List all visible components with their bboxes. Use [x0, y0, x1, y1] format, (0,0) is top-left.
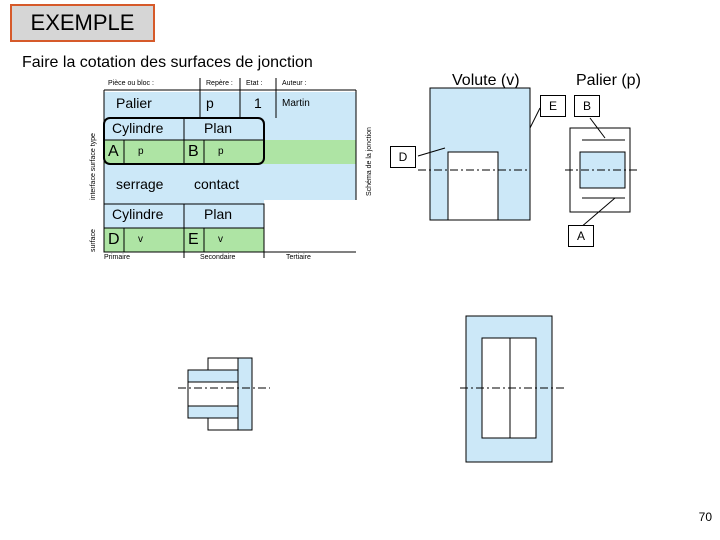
row1-left-code-sub: p	[138, 146, 144, 157]
row1-right-surface: Plan	[204, 120, 233, 136]
footer-primaire: Primaire	[104, 254, 131, 261]
header-repere: Repère :	[206, 80, 233, 87]
row2-right-code: E	[188, 231, 199, 248]
callout-b: B	[574, 95, 600, 117]
row1-right-code-sub: p	[218, 146, 224, 157]
page-subtitle: Faire la cotation des surfaces de joncti…	[22, 54, 313, 71]
auteur-value: Martin	[282, 98, 310, 109]
row1-right-code: B	[188, 143, 199, 160]
callout-e: E	[540, 95, 566, 117]
etat-value: 1	[254, 95, 262, 111]
row1-left-code: A	[108, 143, 119, 160]
row2-left-code: D	[108, 231, 120, 248]
footer-tertiaire: Tertiaire	[286, 254, 311, 261]
header-auteur: Auteur :	[282, 80, 307, 87]
row1-left-surface: Cylindre	[112, 120, 164, 136]
callout-a: A	[568, 225, 594, 247]
row2-right-code-sub: v	[218, 234, 223, 245]
row1-right-interface: contact	[194, 176, 240, 192]
row2-left-surface: Cylindre	[112, 206, 164, 222]
repere-value: p	[206, 95, 214, 111]
page-number: 70	[698, 510, 712, 524]
row1-code-extend	[264, 140, 356, 164]
callout-d: D	[390, 146, 416, 168]
row1-left-interface: serrage	[116, 176, 164, 192]
page-title: EXEMPLE	[10, 4, 155, 42]
row2-left-code-sub: v	[138, 234, 143, 245]
footer-secondaire: Secondaire	[200, 254, 236, 261]
piece-value: Palier	[116, 95, 152, 111]
header-etat: Etat :	[246, 80, 263, 87]
volute-label: Volute (v)	[452, 72, 520, 89]
row2-right-surface: Plan	[204, 206, 233, 222]
palier-label: Palier (p)	[576, 72, 641, 89]
volute-bore	[447, 151, 499, 221]
header-piece: Pièce ou bloc :	[108, 80, 154, 87]
